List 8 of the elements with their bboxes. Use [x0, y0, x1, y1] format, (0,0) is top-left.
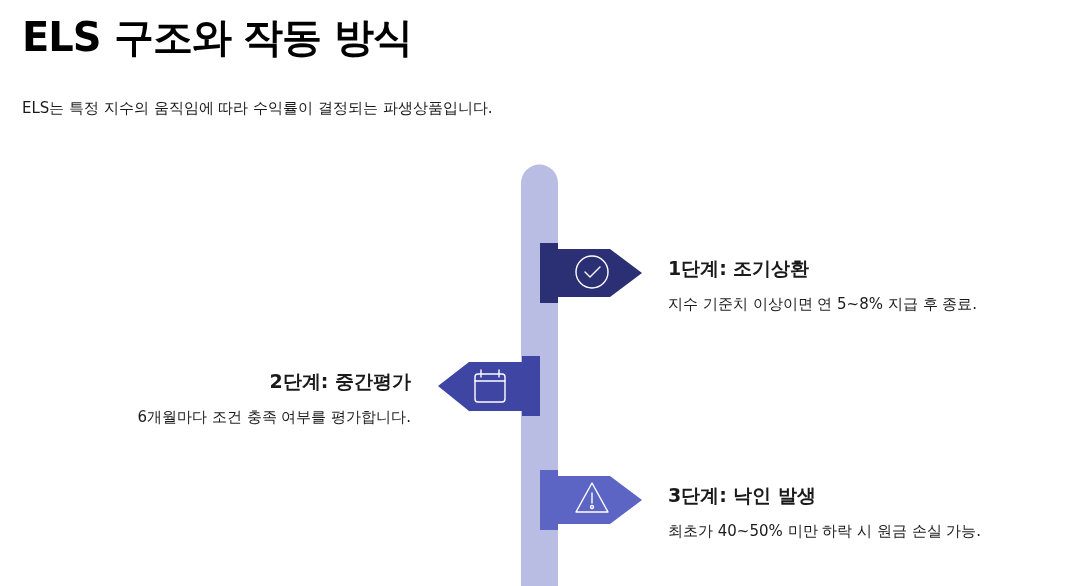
- step-heading: 3단계: 낙인 발생: [668, 483, 817, 508]
- description: ELS는 특정 지수의 움직임에 따라 수익률이 결정되는 파생상품입니다.: [22, 99, 493, 118]
- step-heading: 2단계: 중간평가: [269, 369, 411, 394]
- step-description: 6개월마다 조건 충족 여부를 평가합니다.: [137, 408, 411, 427]
- step-description: 지수 기준치 이상이면 연 5~8% 지급 후 종료.: [668, 295, 978, 314]
- title: ELS 구조와 작동 방식: [22, 13, 413, 62]
- step-description: 최초가 40~50% 미만 하락 시 원금 손실 가능.: [668, 522, 982, 541]
- step-heading: 1단계: 조기상환: [668, 256, 810, 281]
